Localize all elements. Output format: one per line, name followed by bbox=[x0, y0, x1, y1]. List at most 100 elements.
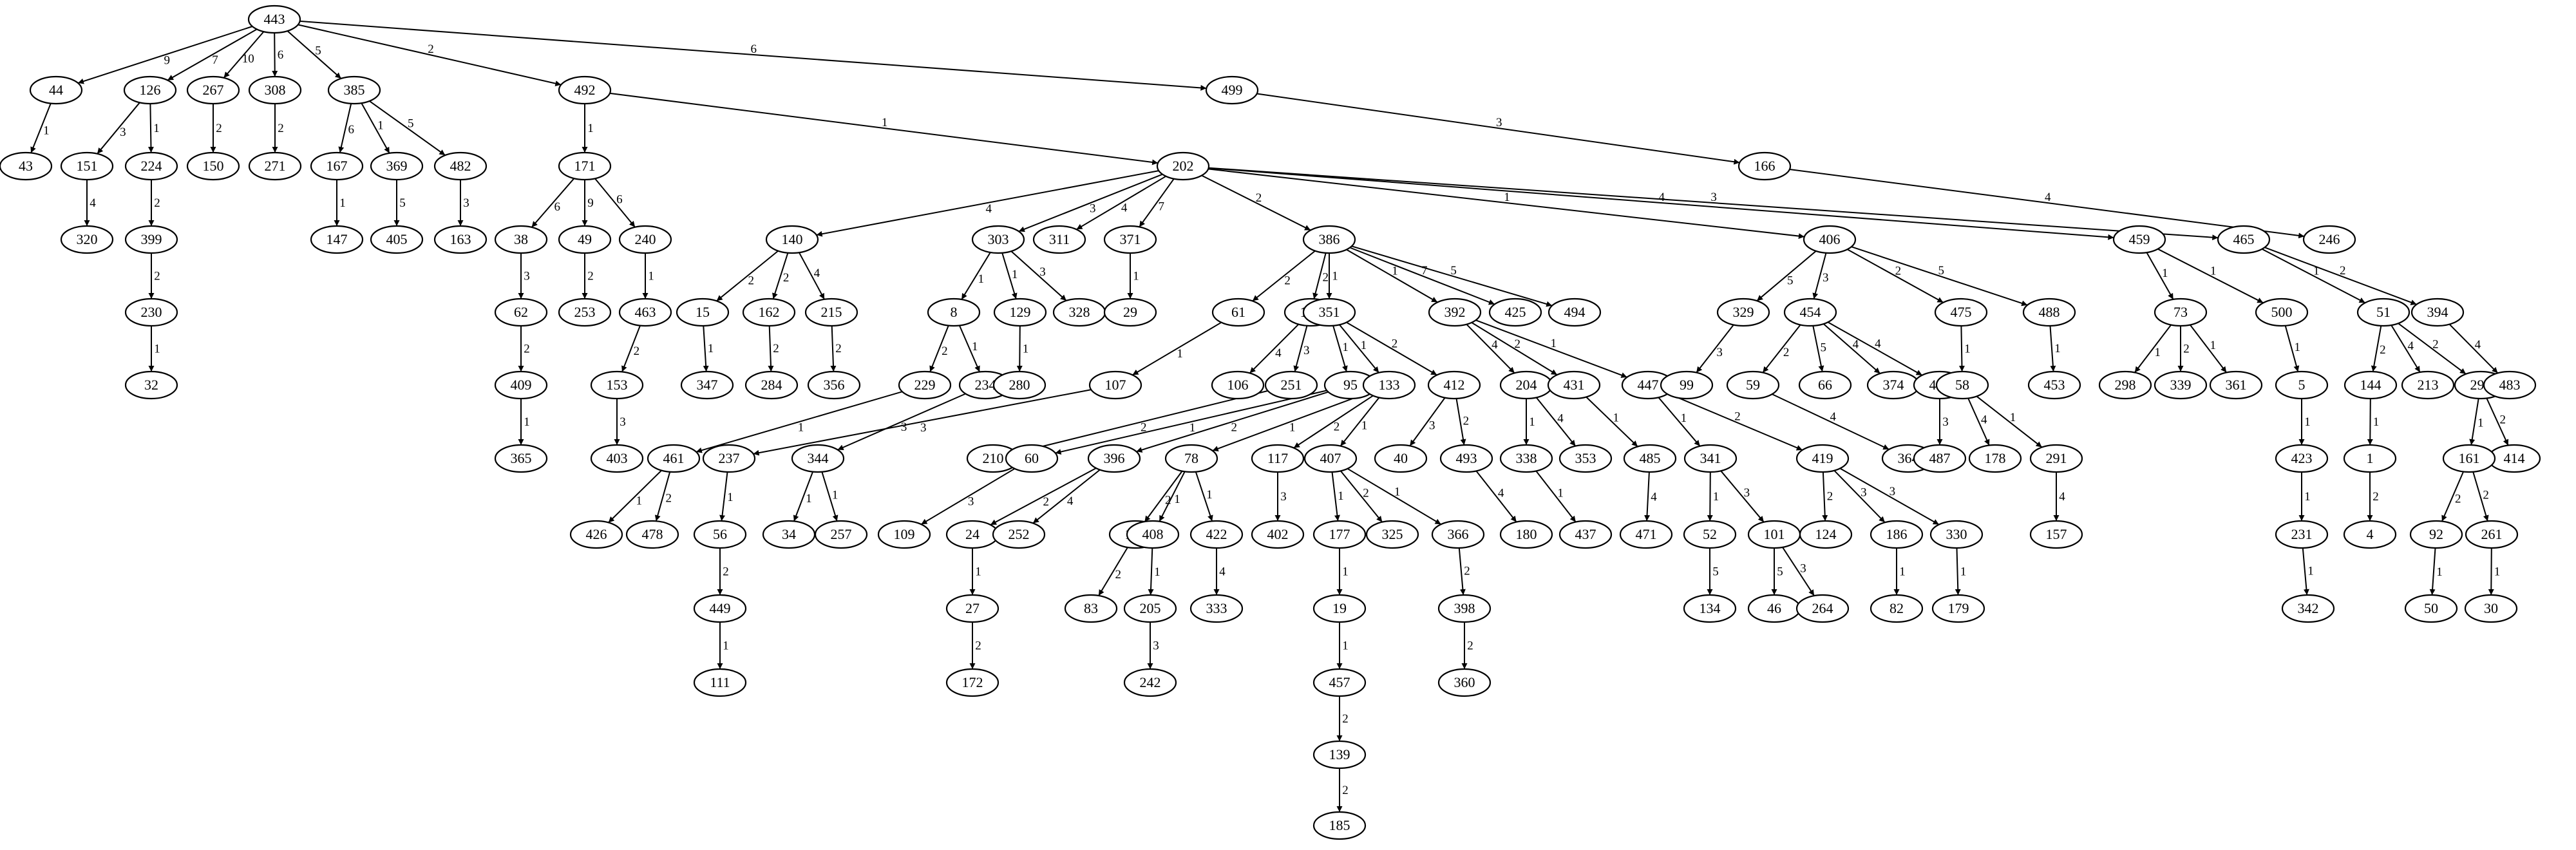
edge-label-407-177: 1 bbox=[1338, 489, 1344, 503]
edge-label-186-82: 1 bbox=[1899, 565, 1906, 579]
edge-label-139-185: 2 bbox=[1342, 784, 1349, 797]
node-179: 179 bbox=[1931, 594, 1985, 623]
node-label-353: 353 bbox=[1575, 450, 1596, 466]
edge-label-492-202: 1 bbox=[882, 116, 888, 129]
node-139: 139 bbox=[1312, 740, 1367, 770]
edge-492-202 bbox=[609, 92, 1159, 165]
edge-366-398 bbox=[1458, 547, 1466, 596]
edge-386-392 bbox=[1346, 249, 1438, 303]
node-109: 109 bbox=[877, 520, 931, 549]
edge-label-457-139: 2 bbox=[1342, 712, 1349, 726]
node-shape-298 bbox=[2098, 370, 2152, 400]
edge-label-78-422: 1 bbox=[1206, 488, 1213, 502]
node-shape-347 bbox=[680, 370, 734, 400]
node-shape-134 bbox=[1683, 594, 1737, 623]
node-356: 356 bbox=[807, 370, 861, 400]
edge-171-240 bbox=[594, 178, 636, 228]
edge-51-213 bbox=[2391, 325, 2421, 373]
node-shape-342 bbox=[2281, 594, 2335, 623]
node-167: 167 bbox=[310, 151, 364, 181]
edge-407-325 bbox=[1340, 470, 1383, 523]
node-shape-171 bbox=[558, 151, 612, 181]
node-398: 398 bbox=[1437, 594, 1492, 623]
node-443: 443 bbox=[247, 5, 301, 34]
edge-label-406-454: 3 bbox=[1823, 271, 1829, 285]
edge-202-386 bbox=[1201, 175, 1311, 231]
edge-label-399-230: 2 bbox=[154, 270, 160, 283]
edge-label-196-83: 2 bbox=[1115, 568, 1121, 581]
node-label-487: 487 bbox=[1929, 450, 1951, 466]
edge-44-43 bbox=[30, 103, 52, 153]
edge-label-482-163: 3 bbox=[463, 196, 469, 210]
node-shape-32 bbox=[124, 370, 178, 400]
node-40: 40 bbox=[1374, 444, 1428, 473]
edge-419-186 bbox=[1833, 470, 1886, 523]
edge-label-140-15: 2 bbox=[748, 274, 754, 288]
node-label-426: 426 bbox=[586, 526, 607, 542]
edge-label-95-396: 2 bbox=[1231, 421, 1237, 435]
node-shape-1 bbox=[2343, 444, 2397, 473]
edge-351-133 bbox=[1339, 324, 1379, 373]
edge-label-202-371: 7 bbox=[1159, 200, 1165, 213]
node-label-291: 291 bbox=[2046, 450, 2067, 466]
node-144: 144 bbox=[2344, 370, 2398, 400]
node-label-51: 51 bbox=[2376, 304, 2391, 320]
node-label-341: 341 bbox=[1700, 450, 1721, 466]
edge-386-61 bbox=[1252, 250, 1316, 302]
node-shape-40 bbox=[1374, 444, 1428, 473]
edge-406-454 bbox=[1812, 252, 1827, 299]
edge-447-419 bbox=[1667, 393, 1803, 451]
node-shape-399 bbox=[124, 225, 178, 254]
node-label-234: 234 bbox=[975, 377, 996, 393]
edge-443-499 bbox=[299, 20, 1207, 91]
edge-label-369-405: 5 bbox=[399, 196, 406, 210]
node-shape-240 bbox=[618, 225, 672, 254]
edge-label-229-461: 1 bbox=[798, 421, 804, 435]
edge-label-61-107: 1 bbox=[1177, 347, 1183, 361]
node-label-311: 311 bbox=[1049, 231, 1070, 247]
edge-202-371 bbox=[1139, 178, 1175, 227]
node-label-32: 32 bbox=[144, 377, 158, 393]
node-291: 291 bbox=[2029, 444, 2083, 473]
node-label-423: 423 bbox=[2291, 450, 2313, 466]
node-label-408: 408 bbox=[1142, 526, 1164, 542]
node-label-73: 73 bbox=[2174, 304, 2188, 320]
node-shape-140 bbox=[765, 225, 819, 254]
edge-412-40 bbox=[1409, 397, 1446, 446]
node-label-412: 412 bbox=[1444, 377, 1465, 393]
edge-341-101 bbox=[1720, 470, 1765, 523]
node-label-392: 392 bbox=[1444, 304, 1466, 320]
edge-label-202-386: 2 bbox=[1256, 191, 1262, 205]
edge-label-419-330: 3 bbox=[1889, 485, 1896, 498]
node-shape-163 bbox=[433, 225, 488, 254]
node-shape-230 bbox=[124, 298, 178, 327]
edge-label-386-351: 1 bbox=[1332, 270, 1338, 283]
node-257: 257 bbox=[814, 520, 868, 549]
node-140: 140 bbox=[765, 225, 819, 254]
node-shape-202 bbox=[1156, 151, 1210, 181]
node-303: 303 bbox=[971, 225, 1025, 254]
node-label-488: 488 bbox=[2039, 304, 2060, 320]
edge-label-385-482: 5 bbox=[408, 117, 414, 131]
node-177: 177 bbox=[1312, 520, 1367, 549]
edge-label-447-341: 1 bbox=[1681, 411, 1687, 425]
node-label-83: 83 bbox=[1084, 600, 1098, 616]
node-124: 124 bbox=[1799, 520, 1853, 549]
node-82: 82 bbox=[1870, 594, 1924, 623]
node-431: 431 bbox=[1547, 370, 1601, 400]
edge-202-303 bbox=[1018, 173, 1163, 232]
node-shape-402 bbox=[1251, 520, 1305, 549]
node-shape-478 bbox=[625, 520, 679, 549]
node-label-29: 29 bbox=[1123, 304, 1137, 320]
node-107: 107 bbox=[1088, 370, 1142, 400]
edge-label-234-344: 3 bbox=[901, 420, 907, 434]
edge-label-78-408: 1 bbox=[1174, 493, 1180, 506]
edge-label-409-365: 1 bbox=[524, 415, 530, 429]
node-328: 328 bbox=[1052, 298, 1106, 327]
node-shape-109 bbox=[877, 520, 931, 549]
edge-454-495 bbox=[1827, 321, 1923, 376]
node-shape-242 bbox=[1123, 668, 1177, 697]
node-label-1: 1 bbox=[2367, 450, 2374, 466]
edge-392-431 bbox=[1471, 322, 1558, 375]
